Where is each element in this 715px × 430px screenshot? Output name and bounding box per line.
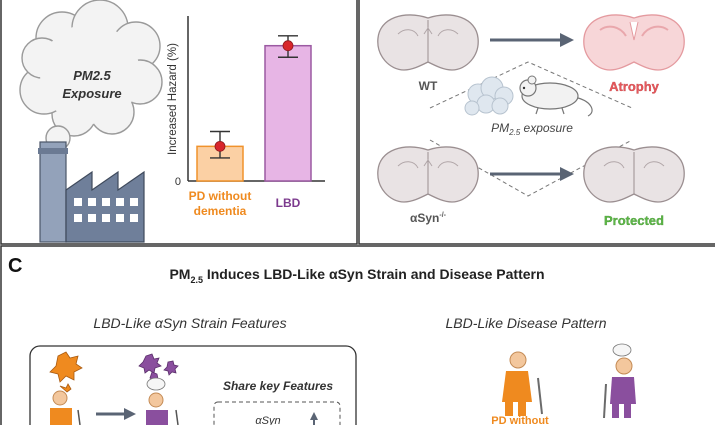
brain-atrophy-icon [583,14,685,71]
bar-lbd [264,44,312,182]
right-heading: LBD-Like Disease Pattern [445,315,606,331]
asyn-ko-label: αSyn-/- [410,211,447,225]
person-purple-cane-icon [603,343,636,419]
smoke-cloud-icon [19,0,163,168]
protected-label: Protected [604,213,664,228]
asyn-aggregate-orange-icon [49,351,83,393]
feature-dashed-box [213,401,341,430]
dashed-line-top [429,61,633,109]
exposure-label-line2: Exposure [62,86,121,101]
panel-a-border [0,0,358,245]
panel-b-border [358,0,715,245]
point-lbd [282,40,294,52]
point-pd [214,140,226,152]
exposure-label-line1: PM2.5 [73,68,111,83]
mouse-icon [519,75,593,117]
pm-cloud-icon [464,76,514,116]
panel-c: C PM2.5 Induces LBD-Like αSyn Strain and… [0,245,715,430]
person-orange-icon [50,390,81,426]
panel-b: WT Atrophy PM [358,0,715,245]
category-label-lbd: LBD [276,196,301,210]
category-label-pd-line1: PD without [189,189,252,203]
panel-a: PM2.5 Exposure Increased Hazard (%) 0 [0,0,358,245]
panel-letter-c: C [8,255,22,277]
left-heading: LBD-Like αSyn Strain Features [93,315,286,331]
pd-without-label: PD without [491,415,549,425]
brain-wt-icon [377,14,479,71]
person-orange-cane-icon [502,351,543,416]
category-label-pd-line2: dementia [194,204,247,218]
brain-asyn-ko-icon [377,146,479,203]
y-axis-label: Increased Hazard (%) [167,43,179,155]
panel-c-title: PM2.5 Induces LBD-Like αSyn Strain and D… [169,266,544,285]
y-tick-label: 0 [175,176,181,188]
atrophy-label: Atrophy [609,79,660,94]
hazard-bar-chart: Increased Hazard (%) 0 PD without dement… [167,16,325,218]
arrow-right-icon [96,408,136,420]
factory-icon [38,141,145,243]
arrow-right-icon [490,33,574,47]
share-features-label: Share key Features [223,379,333,393]
pm-exposure-label: PM2.5 exposure [491,121,573,137]
person-purple-icon [146,377,179,426]
arrow-right-icon [490,167,574,181]
asyn-label: αSyn [255,415,280,425]
brain-protected-icon [583,146,685,203]
strain-features-box [29,345,357,430]
wt-label: WT [419,79,438,93]
